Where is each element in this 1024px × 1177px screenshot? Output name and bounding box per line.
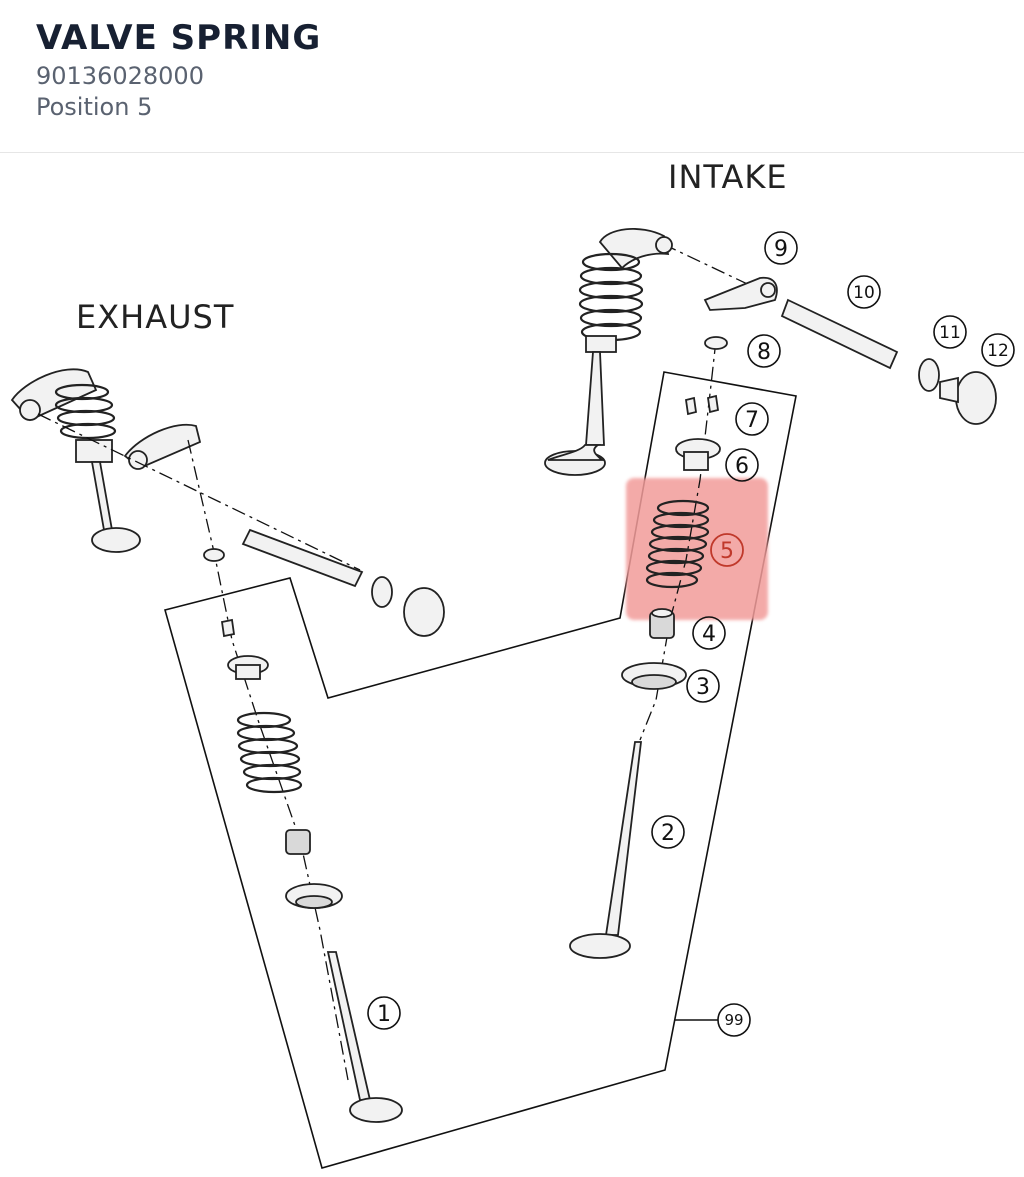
intake-upper-spring: [578, 252, 644, 342]
callout-10[interactable]: 10: [847, 275, 881, 309]
exploded-diagram: INTAKE EXHAUST: [10, 158, 1015, 1169]
part-title: VALVE SPRING: [36, 18, 322, 58]
exhaust-assembly: [10, 368, 445, 1123]
callout-8[interactable]: 8: [747, 334, 781, 368]
callout-1-number: 1: [377, 1002, 391, 1027]
part-position: Position 5: [36, 93, 153, 121]
exhaust-label: EXHAUST: [76, 298, 234, 336]
exhaust-upper-spring: [54, 383, 117, 440]
callout-9-number: 9: [774, 237, 788, 262]
callout-7[interactable]: 7: [735, 402, 769, 436]
intake-valve-spring[interactable]: [645, 499, 710, 589]
callout-8-number: 8: [757, 340, 771, 365]
callout-10-number: 10: [853, 283, 875, 303]
callout-9[interactable]: 9: [764, 231, 798, 265]
callout-2[interactable]: 2: [651, 815, 685, 849]
callout-7-number: 7: [745, 408, 759, 433]
exhaust-valve-spring: [236, 711, 303, 794]
callout-11[interactable]: 11: [933, 315, 967, 349]
callout-5-number: 5: [720, 539, 734, 564]
callout-5[interactable]: 5: [710, 533, 744, 567]
part-header: VALVE SPRING 90136028000 Position 5: [0, 0, 1024, 153]
callout-2-number: 2: [661, 821, 675, 846]
callout-1[interactable]: 1: [367, 996, 401, 1030]
kit-outline: [164, 371, 797, 1169]
intake-assembly: [544, 228, 997, 959]
callout-12-number: 12: [987, 341, 1009, 361]
callout-3[interactable]: 3: [686, 669, 720, 703]
callout-3-number: 3: [696, 675, 710, 700]
callout-99-number: 99: [724, 1011, 743, 1029]
callout-6-number: 6: [735, 454, 749, 479]
callout-4-number: 4: [702, 622, 716, 647]
part-number: 90136028000: [36, 62, 204, 90]
intake-label: INTAKE: [668, 158, 788, 196]
callout-6[interactable]: 6: [725, 448, 759, 482]
callout-99[interactable]: 99: [675, 1003, 751, 1037]
callout-11-number: 11: [939, 323, 961, 343]
callout-4[interactable]: 4: [692, 616, 726, 650]
callout-12[interactable]: 12: [981, 333, 1015, 367]
